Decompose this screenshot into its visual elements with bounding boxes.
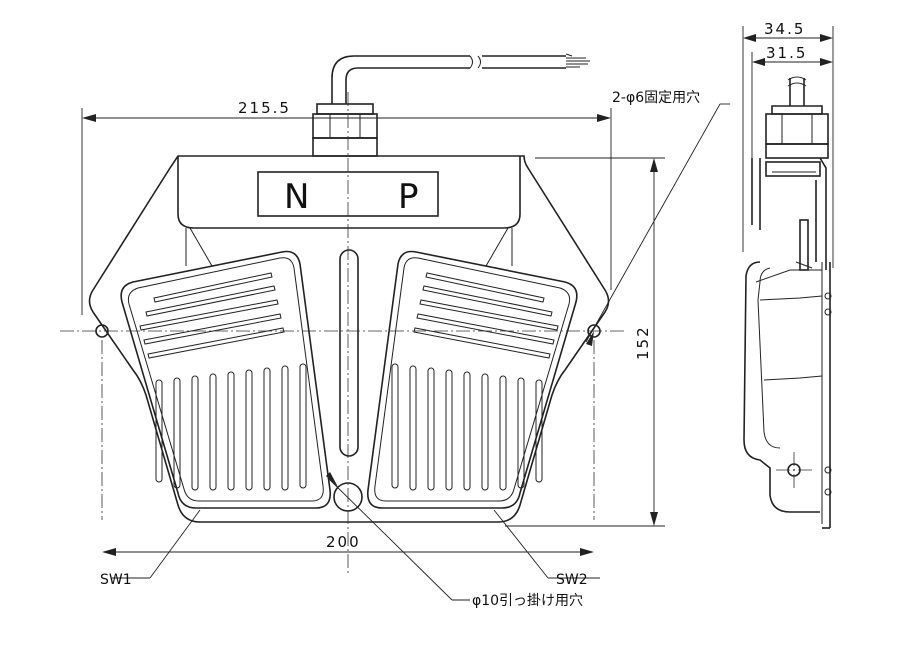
pedal-left-vertical-ribs <box>155 363 307 491</box>
dim-base-width: 200 <box>326 533 361 551</box>
dim-side-depth-outer: 34.5 <box>764 20 805 38</box>
sw1-label: SW1 <box>100 572 132 588</box>
dim-overall-width: 215.5 <box>238 99 291 117</box>
base-plate-outline <box>88 155 610 523</box>
sw2-label: SW2 <box>556 572 588 588</box>
side-hood <box>751 157 827 270</box>
panel-label-n: N <box>284 177 309 217</box>
dimension-34-5: 34.5 <box>742 20 834 268</box>
dimension-215-5: 215.5 <box>81 99 612 315</box>
leader-mount-holes: 2-φ6固定用穴 <box>585 90 730 346</box>
front-view: N P <box>60 53 625 575</box>
pedal-left-horizontal-ribs <box>139 272 285 359</box>
dim-height: 152 <box>634 325 652 360</box>
dimension-200: 200 <box>102 533 594 556</box>
pedal-right-vertical-ribs <box>391 363 543 491</box>
cable <box>331 53 590 104</box>
leader-sw2: SW2 <box>493 509 600 588</box>
dim-side-depth-inner: 31.5 <box>766 44 807 62</box>
leader-hang-hole: φ10引っ掛け用穴 <box>326 472 583 609</box>
leader-sw1: SW1 <box>100 509 201 588</box>
side-rod <box>795 219 813 271</box>
pedal-right-horizontal-ribs <box>413 272 559 359</box>
cable-gland <box>312 103 378 157</box>
np-label-plate: N P <box>257 171 439 217</box>
center-slot <box>339 249 359 457</box>
dimension-31-5: 31.5 <box>751 44 833 160</box>
side-pedal <box>743 261 832 529</box>
panel-label-p: P <box>398 177 419 217</box>
side-cable <box>765 76 829 159</box>
mount-holes-label: 2-φ6固定用穴 <box>612 90 700 106</box>
side-view <box>743 76 832 529</box>
hang-hole-label: φ10引っ掛け用穴 <box>472 593 583 609</box>
top-hood <box>177 156 521 267</box>
pedal-right <box>366 250 578 509</box>
pedal-left <box>120 250 332 509</box>
